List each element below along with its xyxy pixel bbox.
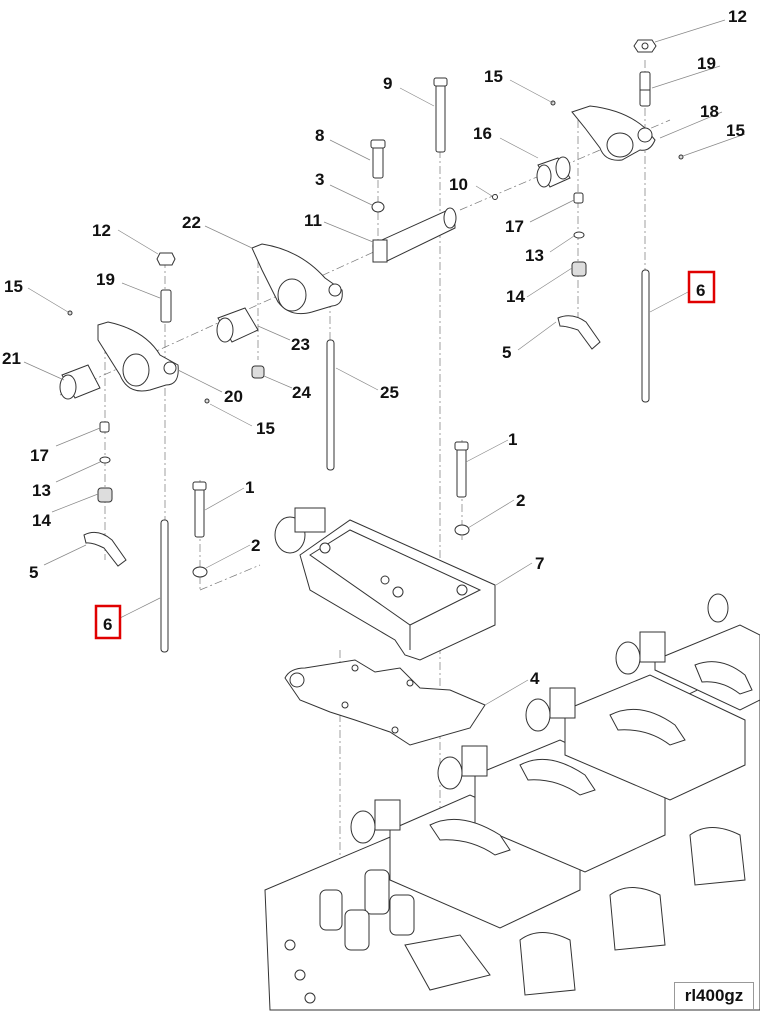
callout-14: 14 <box>506 287 525 306</box>
callout-3: 3 <box>315 170 324 189</box>
callout-6-highlighted: 6 <box>103 615 112 634</box>
callout-17: 17 <box>505 217 524 236</box>
callout-17: 17 <box>30 446 49 465</box>
ball-10 <box>492 194 498 200</box>
parts-17-13-14-right <box>571 192 587 277</box>
washer-2-left <box>192 566 208 578</box>
bolt-9 <box>433 77 448 153</box>
callout-12: 12 <box>92 221 111 240</box>
callout-24: 24 <box>292 383 311 402</box>
callout-25: 25 <box>380 383 399 402</box>
callout-20: 20 <box>224 387 243 406</box>
rocker-housing-7 <box>274 507 496 661</box>
reference-code-label: rl400gz <box>674 982 754 1010</box>
cylinder-head-assembly <box>264 593 760 1011</box>
highlight-box <box>687 270 716 304</box>
bushing-21 <box>59 364 101 400</box>
push-rod-25 <box>326 339 335 471</box>
bridge-5-left <box>83 531 127 567</box>
callout-21: 21 <box>2 349 21 368</box>
callout-8: 8 <box>315 126 324 145</box>
washer-3 <box>371 201 385 213</box>
highlight-box <box>94 604 122 640</box>
valve-springs <box>319 869 415 951</box>
rocker-arm-20 <box>97 321 179 392</box>
parts-17-13-14-left <box>97 421 113 503</box>
callout-15: 15 <box>484 67 503 86</box>
callout-labels: 12 19 9 15 18 15 8 16 3 10 22 11 17 12 1… <box>2 7 747 688</box>
callout-11: 11 <box>304 211 322 230</box>
pin-15-left <box>67 310 210 404</box>
callout-23: 23 <box>291 335 310 354</box>
push-rod-6-right <box>641 269 650 403</box>
callout-15: 15 <box>4 277 23 296</box>
callout-10: 10 <box>449 175 468 194</box>
bridge-5-right <box>557 315 601 350</box>
bolt-1-left <box>192 481 207 538</box>
callout-5: 5 <box>29 563 38 582</box>
rocker-arm-18 <box>571 105 656 161</box>
callout-5: 5 <box>502 343 511 362</box>
callout-2: 2 <box>516 491 525 510</box>
callout-19: 19 <box>697 54 716 73</box>
callout-15: 15 <box>726 121 745 140</box>
rocker-shaft-11 <box>372 207 457 263</box>
rocker-arm-22 <box>251 243 343 315</box>
nut-24 <box>251 365 265 379</box>
adjusting-screw-19 <box>639 71 651 107</box>
callout-2: 2 <box>251 536 260 555</box>
callout-13: 13 <box>525 246 544 265</box>
leader-lines <box>23 19 746 706</box>
callout-16: 16 <box>473 124 492 143</box>
callout-9: 9 <box>383 74 392 93</box>
callout-6-highlighted: 6 <box>696 281 705 300</box>
bushing-23 <box>216 307 259 343</box>
callout-7: 7 <box>535 554 544 573</box>
callout-18: 18 <box>700 102 719 121</box>
callout-14: 14 <box>32 511 51 530</box>
bolt-1-right <box>454 441 469 498</box>
gasket-4 <box>284 659 486 746</box>
callout-15: 15 <box>256 419 275 438</box>
adjusting-nut-12-left <box>156 252 176 266</box>
bolt-8 <box>370 139 386 179</box>
push-rod-6-left <box>160 519 169 653</box>
adjusting-screw-19-left <box>160 289 172 323</box>
adjusting-nut-12 <box>633 39 657 53</box>
callout-19: 19 <box>96 270 115 289</box>
callout-22: 22 <box>182 213 201 232</box>
callout-4: 4 <box>530 669 540 688</box>
callout-1: 1 <box>245 478 254 497</box>
callout-1: 1 <box>508 430 517 449</box>
callout-12: 12 <box>728 7 747 26</box>
bushing-16 <box>536 156 571 188</box>
callout-13: 13 <box>32 481 51 500</box>
washer-2-right <box>454 524 470 536</box>
